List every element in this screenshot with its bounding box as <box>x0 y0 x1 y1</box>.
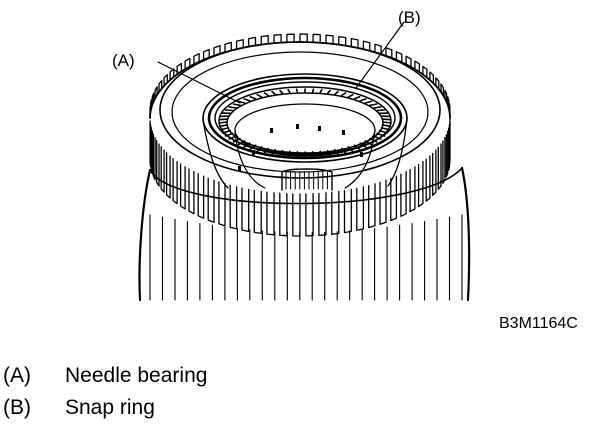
legend-key: (B) <box>3 396 31 419</box>
leader-b <box>355 21 405 89</box>
legend-item-b: (B) Snap ring <box>0 396 155 420</box>
legend-key: (A) <box>3 364 31 387</box>
callout-a: (A) <box>112 51 135 70</box>
legend-text: Needle bearing <box>65 364 208 387</box>
callout-b: (B) <box>398 8 421 27</box>
leader-a <box>157 61 241 104</box>
legend-text: Snap ring <box>65 396 155 419</box>
inner-bore <box>202 73 408 189</box>
figure-code: B3M1164C <box>499 315 578 332</box>
inner-hub <box>234 103 376 191</box>
needle-bearing <box>218 86 392 158</box>
legend-item-a: (A) Needle bearing <box>0 364 207 388</box>
